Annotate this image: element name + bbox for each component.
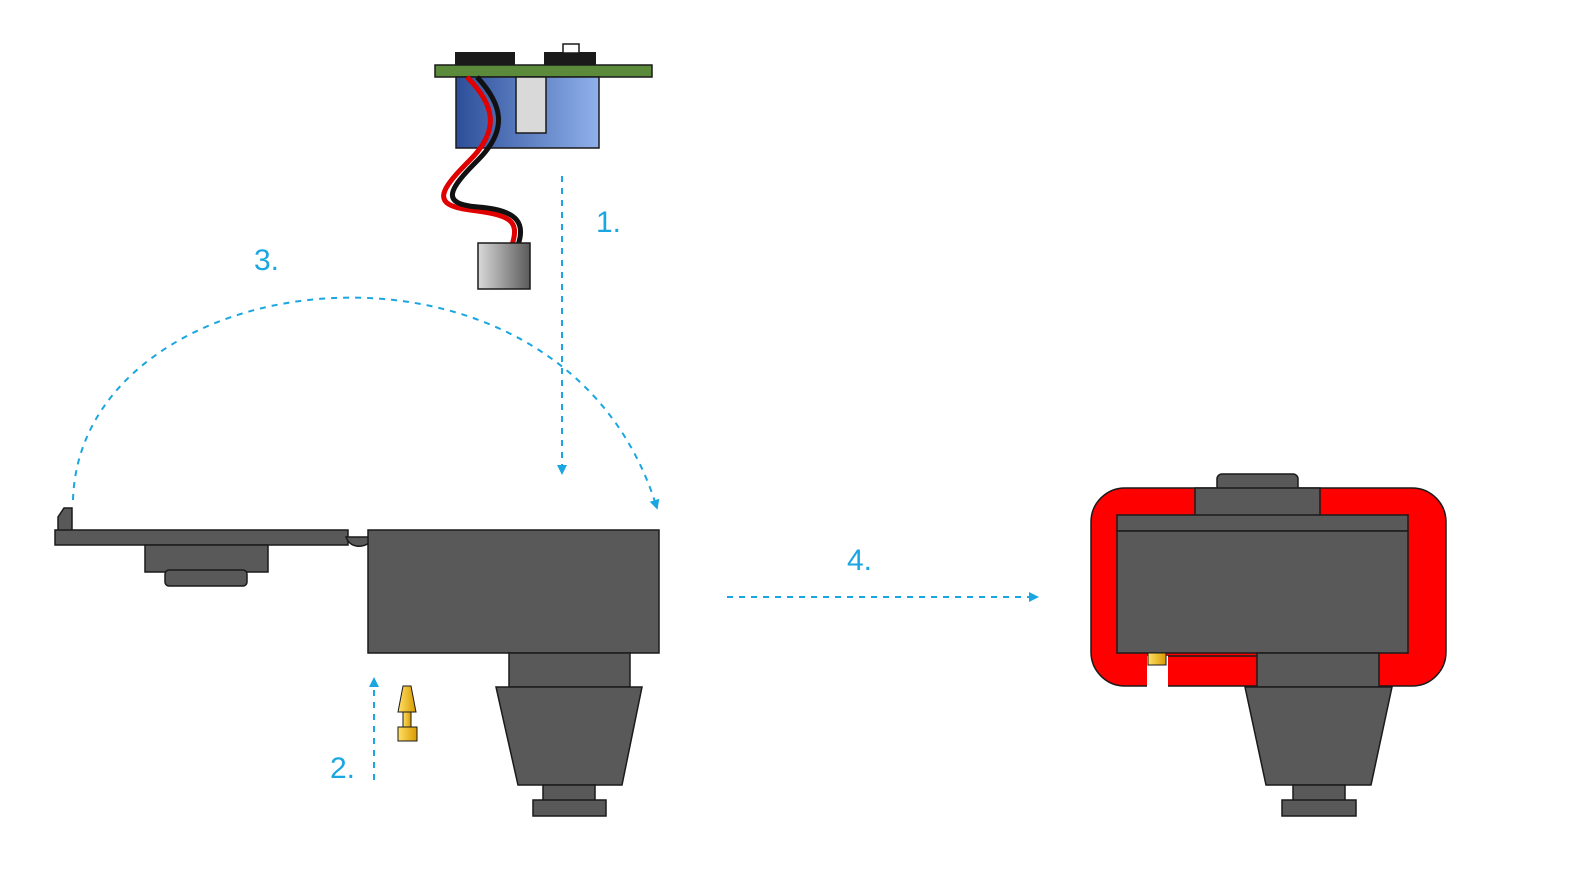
inner-gold-pin <box>1147 652 1167 666</box>
step-1-label: 1. <box>596 206 622 239</box>
wire-connector <box>477 242 531 290</box>
housing-box <box>367 529 660 654</box>
step-3-arrow <box>72 296 660 510</box>
pin-head <box>397 685 417 713</box>
lid-hook <box>57 507 73 532</box>
assembled-nozzle-tip <box>1292 784 1346 802</box>
sensor-window <box>515 76 547 134</box>
nozzle-tip <box>542 784 596 802</box>
lid-arm <box>54 529 349 546</box>
housing-neck <box>508 652 631 688</box>
inner-box <box>1116 530 1409 654</box>
assembled-nozzle-base <box>1281 799 1357 817</box>
housing-assembly <box>54 507 660 817</box>
housing-nozzle <box>495 686 643 786</box>
assembled-unit <box>1090 473 1447 817</box>
nozzle-base <box>532 799 607 817</box>
sensor-chip-left <box>455 52 515 66</box>
top-cap <box>1194 487 1321 517</box>
sensor-chip-tab <box>562 43 580 54</box>
pin-shaft <box>402 711 412 729</box>
sensor-chip-right <box>544 52 596 66</box>
inner-lid <box>1116 514 1409 532</box>
step-4-label: 4. <box>847 544 873 577</box>
step-3-label: 3. <box>254 244 280 277</box>
pin-base <box>397 726 418 742</box>
pcb-board <box>434 64 653 78</box>
wire-red <box>441 75 518 246</box>
assembled-nozzle <box>1244 686 1393 786</box>
sensor-module <box>434 43 653 290</box>
step-2-label: 2. <box>330 752 356 785</box>
wire-black <box>450 75 524 246</box>
lid-plug-foot <box>164 569 248 587</box>
lid-hinge <box>344 536 370 547</box>
gold-pin <box>397 685 418 742</box>
lid-plug <box>144 544 269 573</box>
assembled-neck <box>1256 652 1380 688</box>
